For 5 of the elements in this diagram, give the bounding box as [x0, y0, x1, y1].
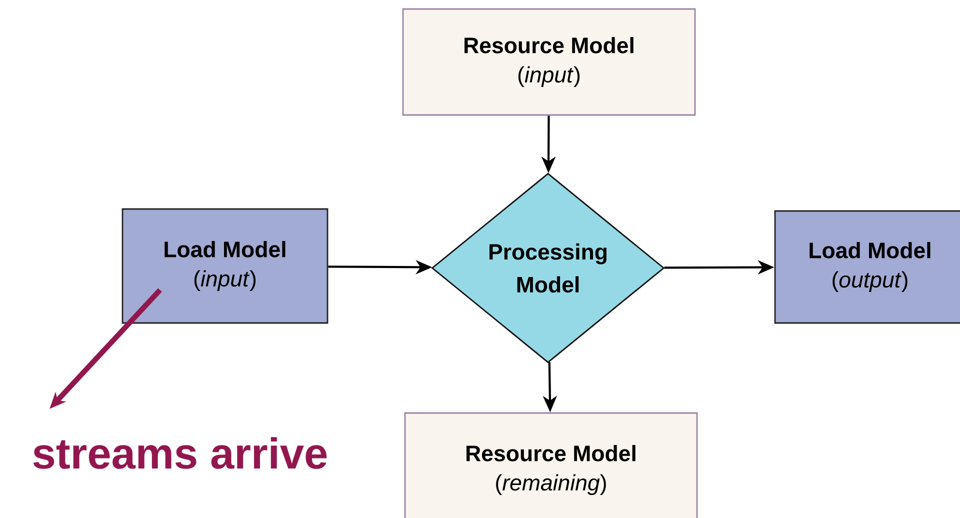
resource-box: Resource Model (remaining): [404, 412, 698, 518]
callout-text: streams arrive: [33, 437, 327, 469]
resource-box: Resource Model (input): [402, 8, 696, 116]
load-box: Load Model (output): [774, 210, 960, 324]
load-box: Load Model (input): [122, 208, 328, 324]
